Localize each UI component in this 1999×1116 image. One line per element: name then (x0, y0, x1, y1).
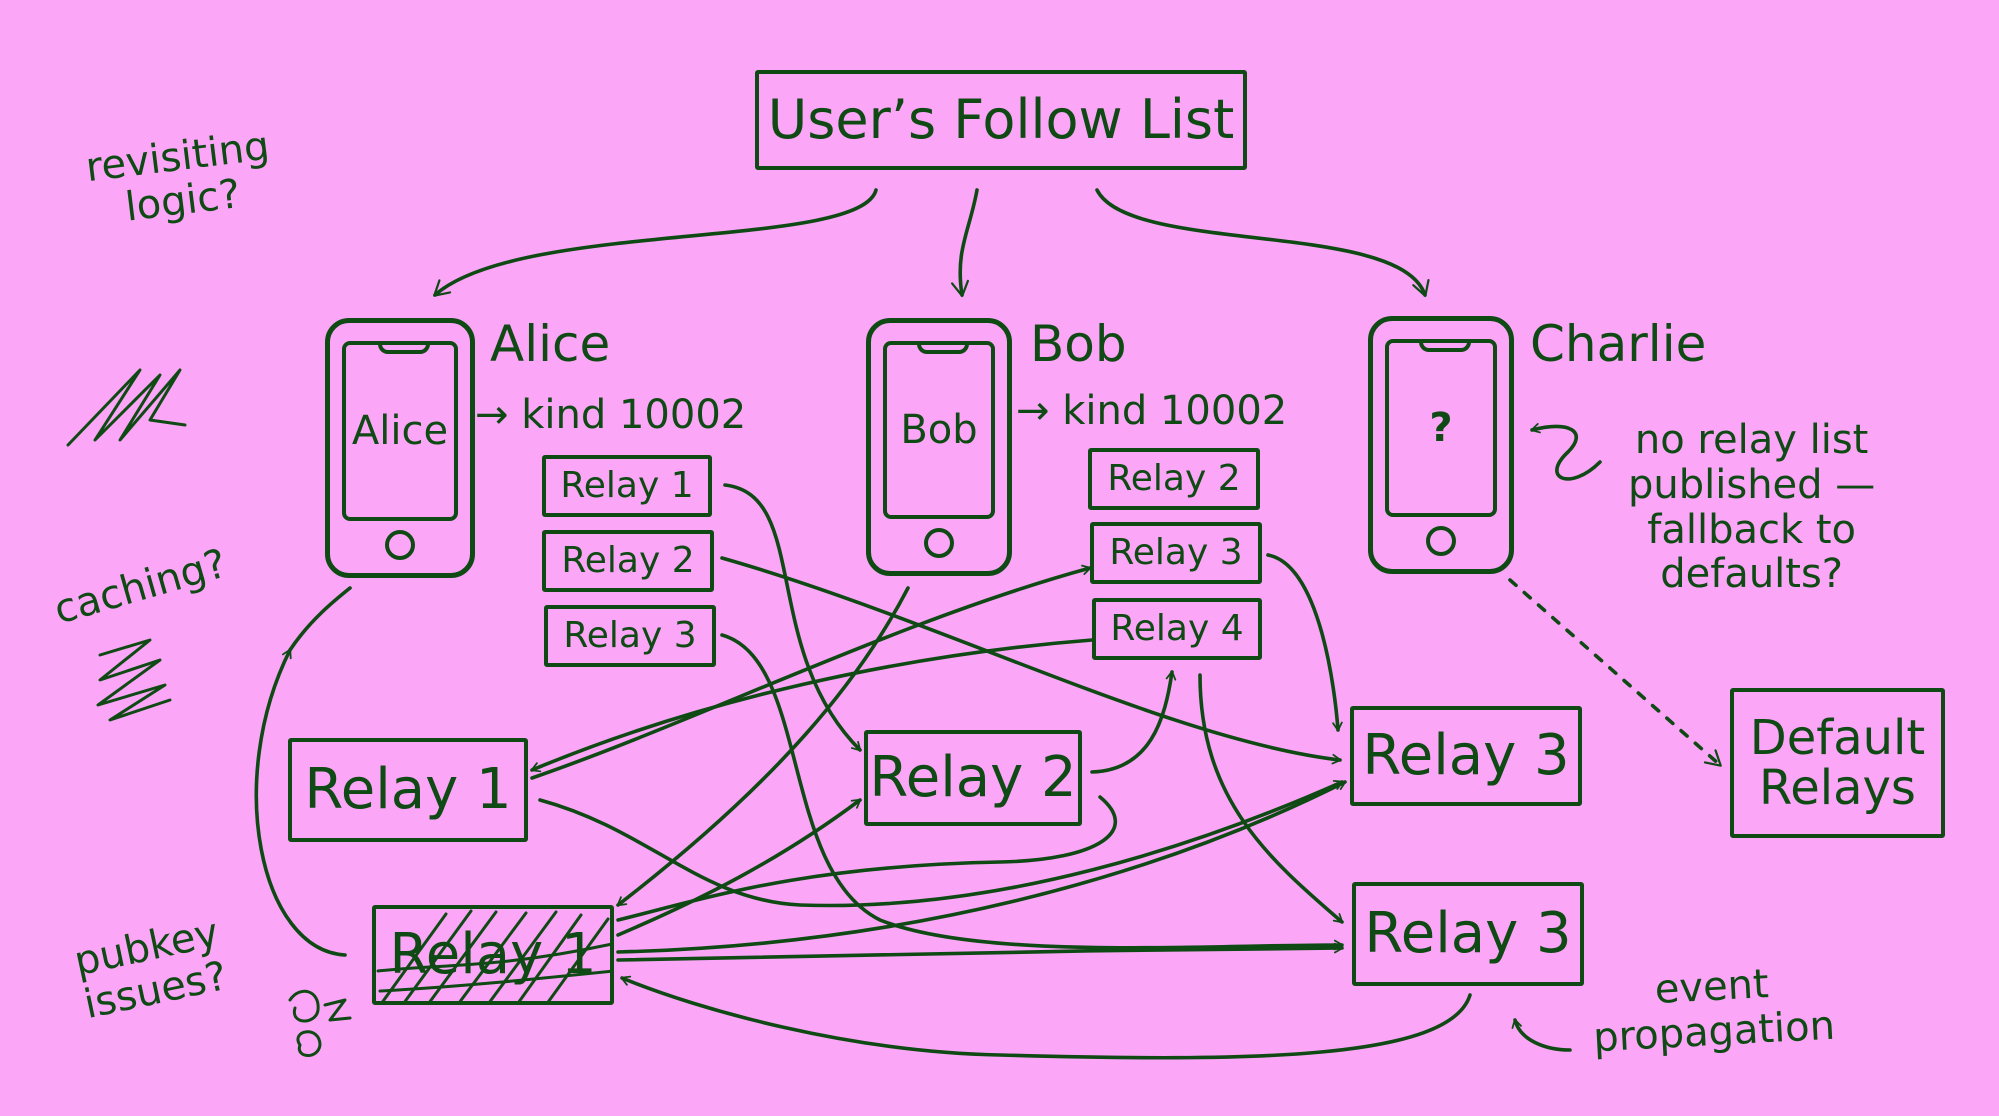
bob-phone-home-button (924, 528, 954, 558)
arrow-pubkey-loop (254, 648, 347, 957)
arrow-bob-r4-to-server-relay-1 (530, 638, 1094, 773)
bob-relay-list-3: Relay 3 (1090, 522, 1262, 584)
arrow-bob-r4-to-server-relay-3b (1198, 673, 1344, 924)
charlie-note-line-1: no relay list (1634, 417, 1869, 463)
arrow-bob-to-crossed-relay (616, 586, 910, 907)
bob-phone: Bob (866, 318, 1012, 576)
alice-relay-list-3: Relay 3 (544, 605, 716, 667)
follow-list-box: User’s Follow List (755, 70, 1247, 170)
charlie-note-line-3: fallback to (1647, 506, 1856, 553)
arrow-bob-r3-to-server-relay-3a (1266, 553, 1343, 732)
arrow-server-relay-1-across (538, 779, 1344, 908)
charlie-note: no relay list published — fallback to de… (1628, 418, 1875, 597)
charlie-name: Charlie (1530, 315, 1707, 373)
arrow-alice-r3-to-server-relay-3b (720, 633, 1344, 951)
server-relay-1-crossed-out: Relay 1 (372, 905, 614, 1005)
arrow-follow-to-alice (433, 188, 878, 297)
arrow-event-note (1511, 1018, 1572, 1052)
bob-relay-list-4: Relay 4 (1092, 598, 1262, 660)
arrow-alice-r1-to-server-relay-2 (723, 483, 862, 752)
arrow-follow-to-charlie (1095, 188, 1430, 298)
server-relay-2: Relay 2 (864, 730, 1082, 826)
bob-name: Bob (1030, 315, 1127, 373)
arrow-crossed-to-server-relay-3a (616, 780, 1347, 954)
arrow-crossed-to-server-relay-3b (616, 942, 1344, 962)
bob-kind-label: → kind 10002 (1016, 388, 1288, 434)
arrow-server-relay-3b-to-crossed (620, 975, 1472, 1060)
alice-phone-home-button (385, 530, 415, 560)
arrow-pubkey-loop-tail (288, 586, 352, 652)
server-relay-3-upper: Relay 3 (1350, 706, 1582, 806)
server-relay-3-lower: Relay 3 (1352, 882, 1584, 986)
alice-kind-label: → kind 10002 (475, 392, 747, 438)
scribble-middle (96, 638, 172, 722)
arrow-alice-r2-to-server-relay-3a (720, 556, 1342, 765)
scribble-top (66, 368, 187, 447)
alice-phone-screen: Alice (342, 341, 458, 521)
bob-relay-list-2: Relay 2 (1088, 448, 1260, 510)
arrow-server-relay-2-to-bob-r4 (1090, 670, 1177, 774)
charlie-note-line-2: published — (1628, 461, 1876, 508)
charlie-phone-question-mark: ? (1385, 339, 1497, 517)
alice-phone: Alice (325, 318, 475, 578)
cross-out-scribble (376, 909, 610, 1001)
alice-name: Alice (490, 315, 611, 373)
arrow-charlie-to-defaults (1508, 578, 1722, 767)
arrow-follow-to-bob (951, 188, 979, 298)
default-relays-box: Default Relays (1730, 688, 1945, 838)
bob-phone-screen: Bob (883, 341, 995, 519)
alice-relay-list-2: Relay 2 (542, 530, 714, 592)
arrow-server-relay-1-to-bob-r3 (530, 564, 1092, 780)
note-event-propagation: event propagation (1590, 959, 1836, 1061)
charlie-phone-home-button (1426, 526, 1456, 556)
charlie-phone: ? (1368, 316, 1514, 574)
follow-list-title: User’s Follow List (767, 87, 1235, 151)
default-relays-line-1: Default (1749, 709, 1926, 766)
default-relays-line-2: Relays (1759, 760, 1916, 816)
arrow-crossed-to-server-relay-2 (616, 798, 862, 937)
server-relay-1: Relay 1 (288, 738, 528, 842)
alice-relay-list-1: Relay 1 (542, 455, 712, 517)
charlie-note-line-4: defaults? (1660, 551, 1844, 598)
scribble-bottom (288, 989, 352, 1057)
arrow-charlie-note (1530, 423, 1602, 481)
